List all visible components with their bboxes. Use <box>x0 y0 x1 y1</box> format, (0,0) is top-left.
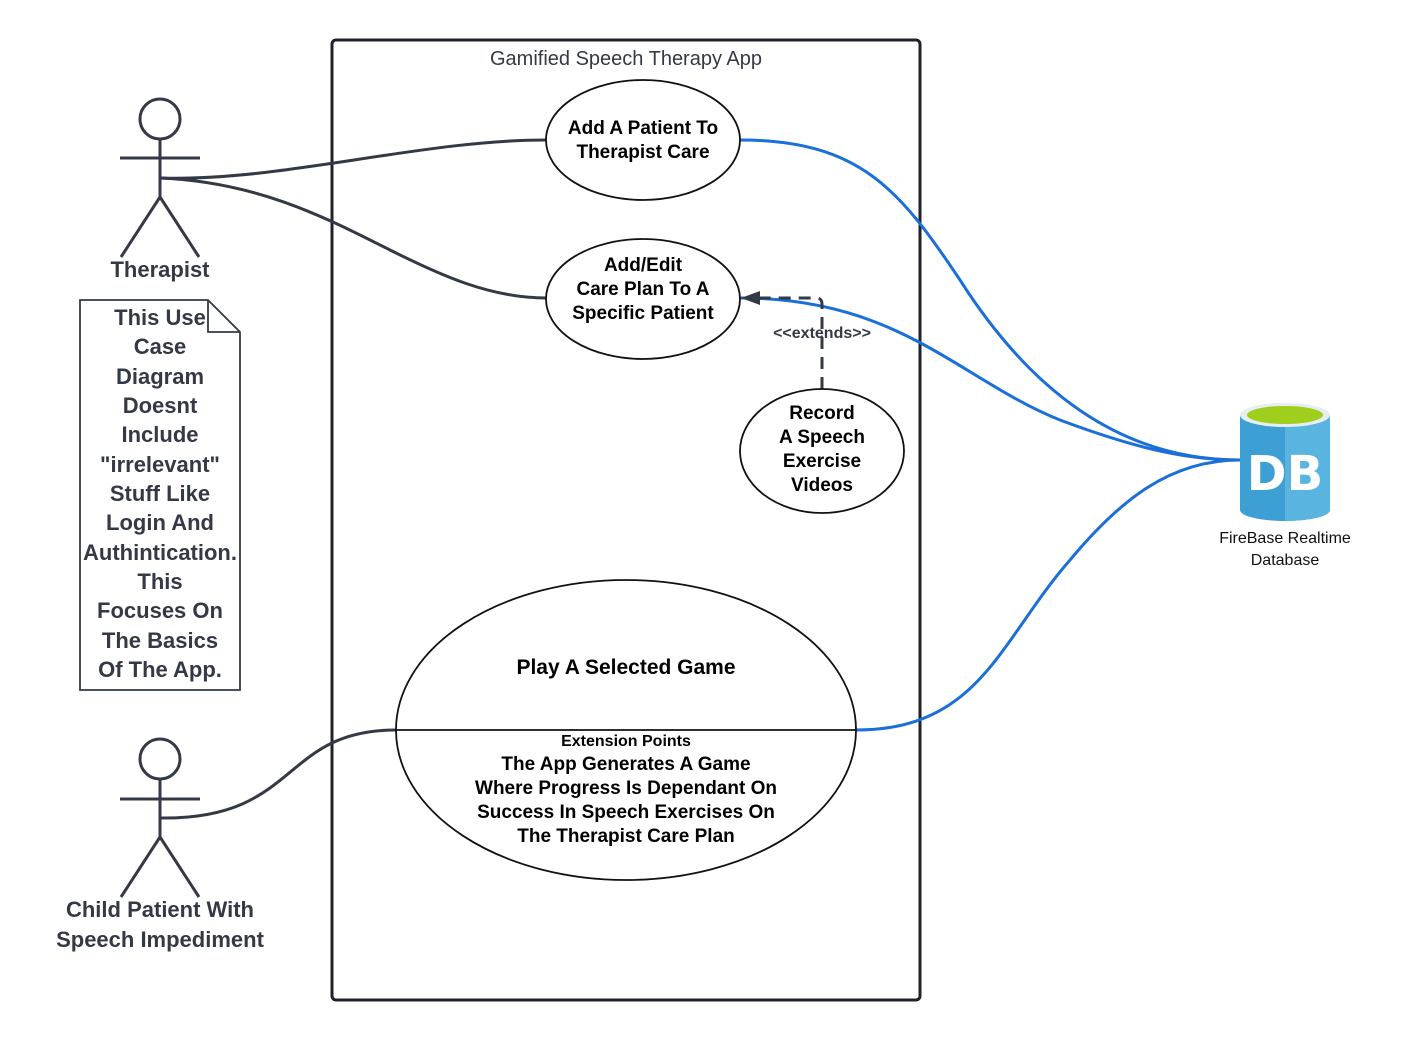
extends-connector <box>754 296 824 389</box>
system-boundary <box>330 38 922 1002</box>
extension-point-line-4: The Therapist Care Plan <box>517 826 735 847</box>
use-case-record-videos-line-1: Record <box>789 403 854 424</box>
use-case-care-plan-line-3: Specific Patient <box>572 303 714 324</box>
use-case-add-patient-line-1: Add A Patient To <box>568 118 718 139</box>
use-case-play-game-title: Play A Selected Game <box>516 656 735 679</box>
db-link-care-plan <box>739 296 1241 462</box>
note-line-5: Include <box>121 422 198 447</box>
database-label-line-2: Database <box>1251 552 1320 569</box>
database-icon: DB <box>1240 403 1330 521</box>
db-link-add-patient <box>739 138 1241 462</box>
note: This Use Case Diagram Doesnt Include "ir… <box>79 299 241 691</box>
actor-therapist[interactable]: Therapist <box>110 97 210 282</box>
note-line-3: Diagram <box>116 364 204 389</box>
actor-therapist-label: Therapist <box>110 257 210 282</box>
association-therapist-care-plan <box>159 176 547 300</box>
use-case-record-videos-line-3: Exercise <box>783 451 861 472</box>
note-line-4: Doesnt <box>123 393 198 418</box>
stick-figure-icon <box>119 737 201 898</box>
use-case-care-plan-line-1: Add/Edit <box>604 255 683 276</box>
stick-figure-icon <box>119 97 201 258</box>
database-firebase[interactable]: DB FireBase Realtime Database <box>1219 403 1351 569</box>
note-line-6: "irrelevant" <box>100 452 220 477</box>
use-case-care-plan[interactable]: Add/Edit Care Plan To A Specific Patient <box>545 238 741 360</box>
database-label-line-1: FireBase Realtime <box>1219 530 1351 547</box>
note-line-8: Login And <box>106 510 214 535</box>
actor-child-label-line-1: Child Patient With <box>66 897 254 922</box>
association-therapist-add-patient <box>159 138 547 180</box>
use-case-add-patient-line-2: Therapist Care <box>576 142 709 163</box>
association-child-play-game <box>159 728 397 820</box>
note-line-12: The Basics <box>102 628 218 653</box>
note-icon <box>79 299 241 691</box>
extension-point-line-1: The App Generates A Game <box>501 754 750 775</box>
note-line-1: This Use <box>114 305 206 330</box>
note-line-2: Case <box>134 334 187 359</box>
actor-child-patient[interactable]: Child Patient With Speech Impediment <box>56 737 265 952</box>
database-icon-text: DB <box>1247 446 1323 502</box>
note-line-9: Authintication. <box>83 540 237 565</box>
use-case-care-plan-line-2: Care Plan To A <box>576 279 709 300</box>
use-case-record-videos-line-4: Videos <box>791 475 853 496</box>
extends-label: <<extends>> <box>773 325 871 342</box>
use-case-add-patient[interactable]: Add A Patient To Therapist Care <box>545 79 741 201</box>
use-case-play-game[interactable]: Play A Selected Game Extension Points Th… <box>395 579 857 881</box>
extension-point-line-3: Success In Speech Exercises On <box>477 802 775 823</box>
note-fold <box>207 300 240 333</box>
extension-point-line-2: Where Progress Is Dependant On <box>475 778 777 799</box>
note-line-7: Stuff Like <box>110 481 210 506</box>
db-link-play-game <box>855 458 1241 732</box>
extension-points-header: Extension Points <box>561 733 691 750</box>
use-case-record-videos-line-2: A Speech <box>779 427 865 448</box>
system-title: Gamified Speech Therapy App <box>490 48 762 70</box>
note-line-13: Of The App. <box>98 657 222 682</box>
use-case-record-videos[interactable]: Record A Speech Exercise Videos <box>739 388 905 514</box>
actor-child-label-line-2: Speech Impediment <box>56 927 265 952</box>
note-line-11: Focuses On <box>97 598 223 623</box>
extends-arrowhead <box>741 291 760 305</box>
note-line-10: This <box>137 569 182 594</box>
